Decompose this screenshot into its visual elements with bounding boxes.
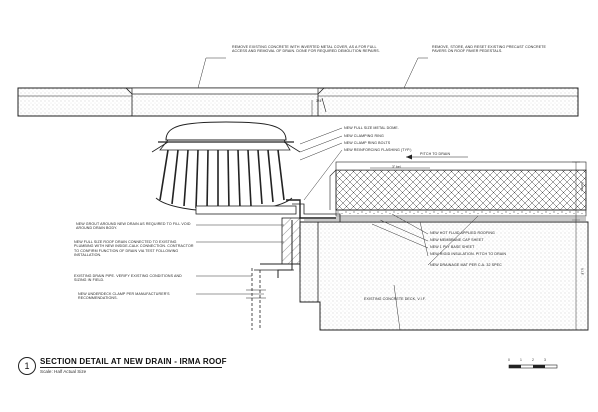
existing-drain-pipe xyxy=(246,263,301,330)
dimension-lines xyxy=(311,100,580,331)
note-existing-pipe: Existing drain pipe. Verify existing con… xyxy=(74,274,182,283)
right-note-leaders xyxy=(299,127,479,331)
existing-pavers xyxy=(17,87,579,117)
title-block: 1 SECTION DETAIL AT NEW DRAIN - IRMA ROO… xyxy=(18,356,318,378)
note-dome: New full size metal dome. xyxy=(344,126,399,130)
note-drainage-mat: New drainage mat per c.a. 32 spec xyxy=(430,263,502,267)
note-roof-drain: New full size roof drain connected to ex… xyxy=(74,240,194,258)
dim-varies: Varies xyxy=(580,182,584,192)
note-clamp-ring: New clamping ring xyxy=(344,134,384,138)
roofing-layers xyxy=(304,161,587,221)
note-clamp-bolts: New clamp ring bolts xyxy=(344,141,391,145)
note-cap-sheet: New membrane cap sheet xyxy=(430,238,484,242)
graphic-scale: 0 1 2 3 xyxy=(508,358,558,372)
drain-dome xyxy=(151,121,301,212)
note-base-sheet: New 1 ply base sheet xyxy=(430,245,475,249)
detail-scale: Scale: Half Actual Size xyxy=(40,369,87,374)
concrete-deck xyxy=(299,221,589,331)
scale-label-0: 0 xyxy=(508,358,510,362)
scale-label-1: 1 xyxy=(520,358,522,362)
detail-title: SECTION DETAIL AT NEW DRAIN - IRMA ROOF xyxy=(40,357,227,366)
note-underdeck-clamp: New underdeck clamp per manufacturer's r… xyxy=(78,292,170,301)
title-underline xyxy=(40,367,222,368)
note-membrane: New hot fluid applied roofing xyxy=(430,231,495,235)
note-pitch-to-drain: Pitch to drain xyxy=(420,152,451,156)
note-remove-concrete: Remove existing concrete with inverted m… xyxy=(232,45,380,54)
top-note-leaders xyxy=(197,57,428,89)
note-grout: New grout around new drain as required t… xyxy=(76,222,191,231)
note-insulation: New rigid insulation. Pitch to drain xyxy=(430,252,507,256)
scale-bar-graphic xyxy=(508,364,558,369)
scale-label-2: 2 xyxy=(532,358,534,362)
scale-label-3: 3 xyxy=(544,358,546,362)
pitch-arrow xyxy=(406,154,468,160)
dim-bel: 3" bel xyxy=(392,165,401,169)
detail-number: 1 xyxy=(18,357,36,375)
note-concrete-deck: Existing concrete deck, v.i.f. xyxy=(364,297,426,301)
note-reset-pavers: Remove, store, and reset existing precas… xyxy=(432,45,547,54)
dim-top: 3/4" xyxy=(316,99,323,103)
note-flashing: New reinforcing flashing (typ.) xyxy=(344,148,412,152)
left-note-leaders xyxy=(196,224,284,295)
dim-vif: V.I.F. xyxy=(580,268,584,276)
